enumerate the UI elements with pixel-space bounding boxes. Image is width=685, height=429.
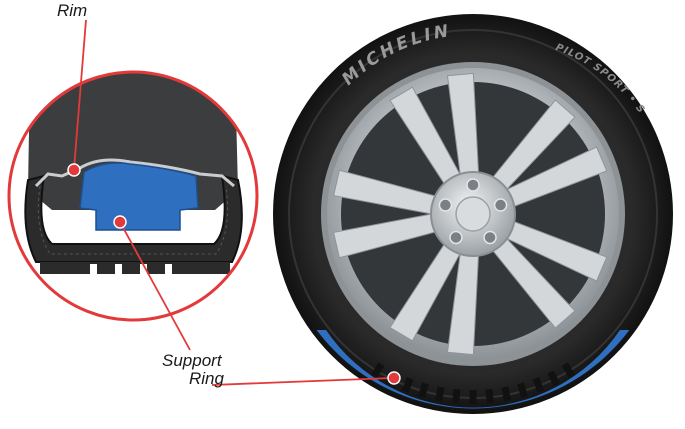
support-ring-callout-line-inset bbox=[119, 221, 191, 351]
support-ring-tread-block bbox=[371, 362, 385, 379]
wheel: MICHELIN PILOT SPORT • S bbox=[273, 14, 673, 414]
support-ring-tread-block bbox=[469, 390, 477, 404]
support-ring-tread-block bbox=[485, 388, 494, 404]
support-ring-label-line1: Support bbox=[162, 351, 222, 370]
support-ring-tread-block bbox=[452, 388, 461, 404]
inset-rim-flange bbox=[34, 158, 235, 188]
lug-nut bbox=[438, 198, 453, 212]
inset-border bbox=[7, 70, 259, 322]
support-ring-label: Support Ring bbox=[162, 352, 224, 388]
callout-lines bbox=[67, 19, 401, 386]
center-cap bbox=[455, 196, 491, 232]
lug-nut bbox=[449, 230, 463, 245]
lug-nuts bbox=[438, 178, 508, 245]
rim-callout-dot bbox=[67, 163, 81, 177]
rim-spokes bbox=[333, 72, 608, 356]
support-ring-tread-block bbox=[561, 362, 575, 379]
support-ring-tread-block bbox=[418, 382, 429, 398]
inset-support-ring bbox=[79, 162, 199, 231]
rim-callout-line bbox=[73, 19, 87, 170]
lug-nut bbox=[483, 230, 497, 245]
support-ring-tread-block bbox=[517, 382, 528, 398]
support-ring-callout-dot-wheel bbox=[387, 371, 401, 385]
support-ring-tread-block bbox=[532, 377, 545, 393]
rim-label: Rim bbox=[57, 1, 88, 20]
cross-section-inset bbox=[7, 70, 259, 322]
inset-tire-carcass bbox=[24, 174, 243, 263]
lug-nut bbox=[466, 178, 480, 192]
support-ring-callout-line-wheel bbox=[211, 377, 393, 386]
support-ring-tread-block bbox=[501, 386, 511, 402]
support-ring-callout-dot-inset bbox=[113, 215, 127, 229]
support-ring-tread-block bbox=[401, 377, 414, 393]
support-ring-label-line2: Ring bbox=[189, 369, 224, 388]
support-ring-tread-block bbox=[547, 370, 560, 387]
lug-nut bbox=[493, 198, 508, 212]
support-ring-tread-block bbox=[435, 386, 445, 402]
